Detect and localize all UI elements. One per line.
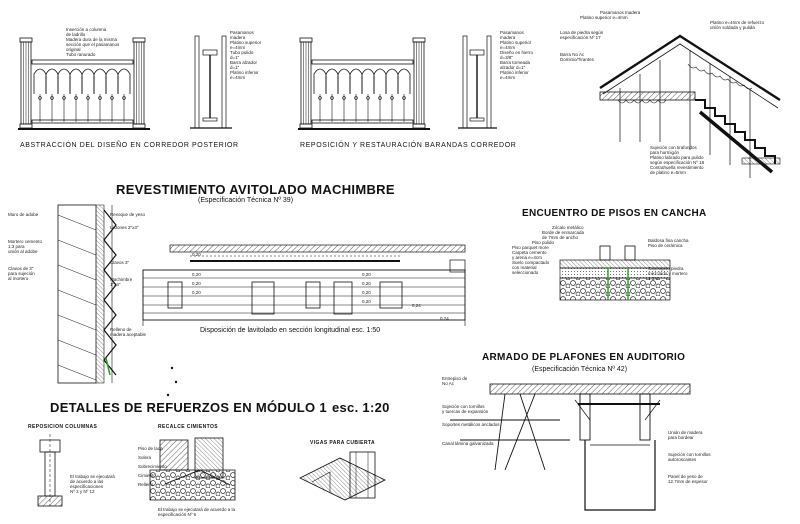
baranda-reposicion-drawing (298, 35, 497, 130)
baranda-abstraccion-drawing (18, 35, 232, 130)
revestimiento-spec: (Especificación Técnica Nº 39) (198, 197, 294, 204)
revestimiento-seccion-longitudinal (142, 244, 466, 326)
revestimiento-corte-drawing (57, 204, 117, 384)
dim-label: 0,20 (192, 290, 201, 295)
dim-label: 0,20 (362, 299, 371, 304)
title-reposicion: REPOSICIÓN Y RESTAURACIÓN BARANDAS CORRE… (300, 142, 517, 149)
notes-encuentro-left: Zócalo metálico Borde de enmarcada de 7m… (512, 225, 585, 275)
armado-spec: (Especificación Técnica Nº 42) (532, 366, 628, 373)
dim-label: 0,20 (362, 272, 371, 277)
notes-recalce-labels: Piso de lada Solera Sobrecimiento Cimien… (138, 446, 167, 487)
notes-encuentro-right: Baldosa fina cancha Piso de cerámica Con… (648, 238, 689, 281)
notes-escalera-a: Pasamanos madera Platino superior e=4mm … (560, 10, 765, 62)
refuerzos-drawings (37, 434, 386, 507)
notes-revestimiento-right: Revoque de yeso Listones 2"x3" Clavos 3"… (110, 212, 147, 337)
escalera-baranda-drawing (599, 34, 781, 178)
title-recalce: RECALCE CIMIENTOS (158, 424, 219, 430)
refuerzos-scale: esc. 1:20 (332, 400, 390, 415)
caption-disposicion: Disposición de lavitolado en sección lon… (200, 327, 381, 334)
title-armado: ARMADO DE PLAFONES EN AUDITORIO (482, 352, 686, 363)
plafones-drawing (450, 383, 691, 511)
title-revestimiento: REVESTIMIENTO AVITOLADO MACHIMBRE (116, 182, 395, 197)
encuentro-pisos-drawing (559, 245, 671, 301)
title-abstraccion: ABSTRACCIÓN DEL DISEÑO EN CORREDOR POSTE… (20, 142, 239, 149)
title-reposicion-columnas: REPOSICION COLUMNAS (28, 424, 98, 430)
annotation-marks (166, 366, 178, 397)
dim-label: 0,24 (440, 316, 449, 321)
title-encuentro: ENCUENTRO DE PISOS EN CANCHA (522, 208, 707, 219)
dim-label: 0,20 (362, 290, 371, 295)
title-vigas: VIGAS PARA CUBIERTA (310, 440, 376, 446)
dim-label: 0,20 (192, 272, 201, 277)
dim-label: 0,20 (362, 281, 371, 286)
title-refuerzos: DETALLES DE REFUERZOS EN MÓDULO 1 (50, 400, 327, 415)
dim-label: 0,24 (412, 303, 421, 308)
dim-label: 0,20 (192, 281, 201, 286)
dim-label: 0,20 (192, 252, 201, 257)
